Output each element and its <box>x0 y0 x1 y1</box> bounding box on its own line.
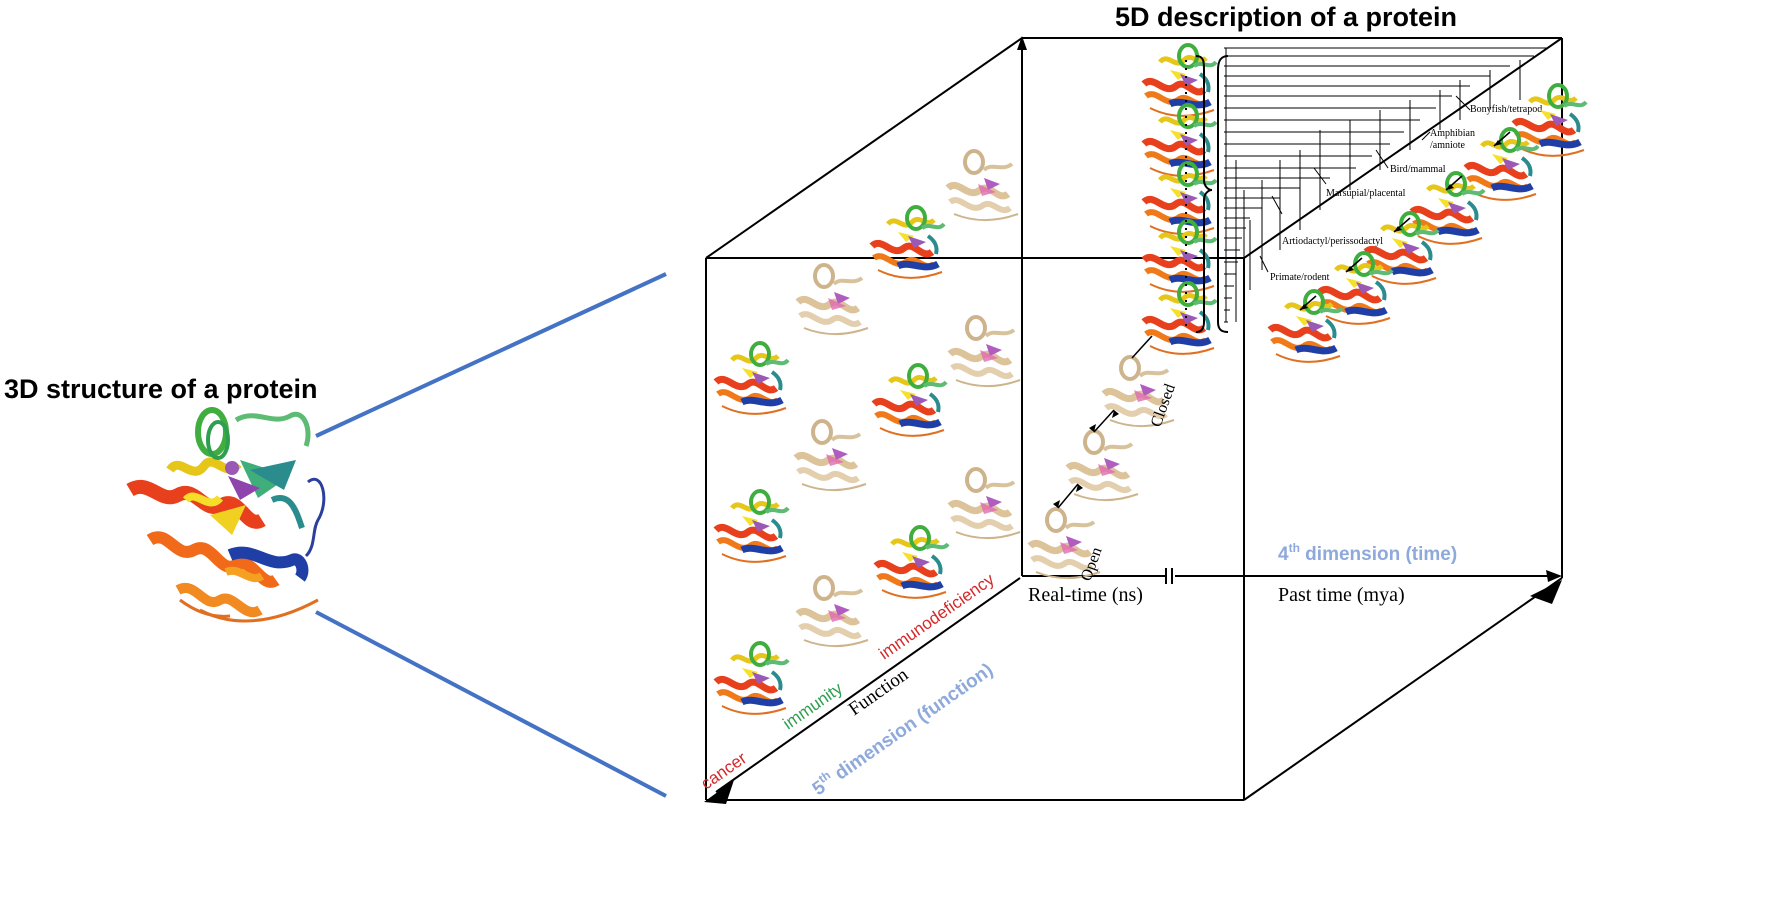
phylogenetic-tree <box>1224 47 1548 323</box>
cube-edge <box>705 37 1023 259</box>
protein-thumbnail <box>716 343 788 414</box>
arrowhead-right <box>1546 570 1562 582</box>
axis-label-past-time: Past time (mya) <box>1278 584 1405 606</box>
tree-label-bird: Bird/mammal <box>1390 164 1446 175</box>
protein-thumbnail <box>1144 283 1216 354</box>
protein-thumbnail <box>796 421 866 490</box>
left-title: 3D structure of a protein <box>4 374 318 404</box>
protein-thumbnail <box>1144 45 1216 116</box>
pasttime-evolution-chain <box>1270 85 1586 362</box>
function-axis-label: Function <box>845 664 913 720</box>
protein-thumbnail <box>716 643 788 714</box>
protein-thumbnail <box>874 365 946 436</box>
conformation-arrow <box>1093 409 1115 433</box>
tree-label-bonyfish: Bonyfish/tetrapod <box>1470 104 1542 115</box>
connector-line-top <box>315 272 667 438</box>
right-title: 5D description of a protein <box>1115 2 1457 32</box>
protein-thumbnail <box>950 469 1020 538</box>
axis-label-real-time: Real-time (ns) <box>1028 584 1143 606</box>
dimension-4-label: 4th dimension (time) <box>1278 541 1457 565</box>
tree-label-amphibian: Amphibian <box>1430 128 1475 139</box>
function-label-immunity: immunity <box>779 678 846 733</box>
protein-thumbnail <box>798 577 868 646</box>
cube-edge <box>1243 577 1563 801</box>
protein-thumbnail <box>798 265 868 334</box>
protein-thumbnail <box>948 151 1018 220</box>
conformation-arrow <box>1057 483 1079 509</box>
tree-label-marsupial: Marsupial/placental <box>1326 188 1406 199</box>
protein-thumbnail <box>950 317 1020 386</box>
connector-line-bottom <box>315 610 667 798</box>
conformation-arrow <box>1131 335 1153 359</box>
arrowhead-cube-left <box>704 780 734 804</box>
protein-thumbnail <box>716 491 788 562</box>
bracket <box>1195 55 1213 333</box>
function-protein-grid <box>716 151 1020 714</box>
realtime-conformation-chain <box>1030 45 1216 578</box>
tree-label-pointers <box>1259 95 1471 273</box>
function-axis <box>715 577 1021 793</box>
cube-edge <box>1243 37 1563 259</box>
tree-label-artiodactyl: Artiodactyl/perissodactyl <box>1282 236 1383 247</box>
protein-thumbnail <box>876 527 948 598</box>
protein-thumbnail <box>872 207 944 278</box>
arrowhead-up <box>1017 36 1027 50</box>
arrowhead-cube-right <box>1530 580 1562 604</box>
bracket <box>1217 55 1229 333</box>
tree-label-amniote: /amniote <box>1430 140 1466 151</box>
protein-3d-structure-image <box>126 407 326 623</box>
tree-label-primate: Primate/rodent <box>1270 272 1330 283</box>
